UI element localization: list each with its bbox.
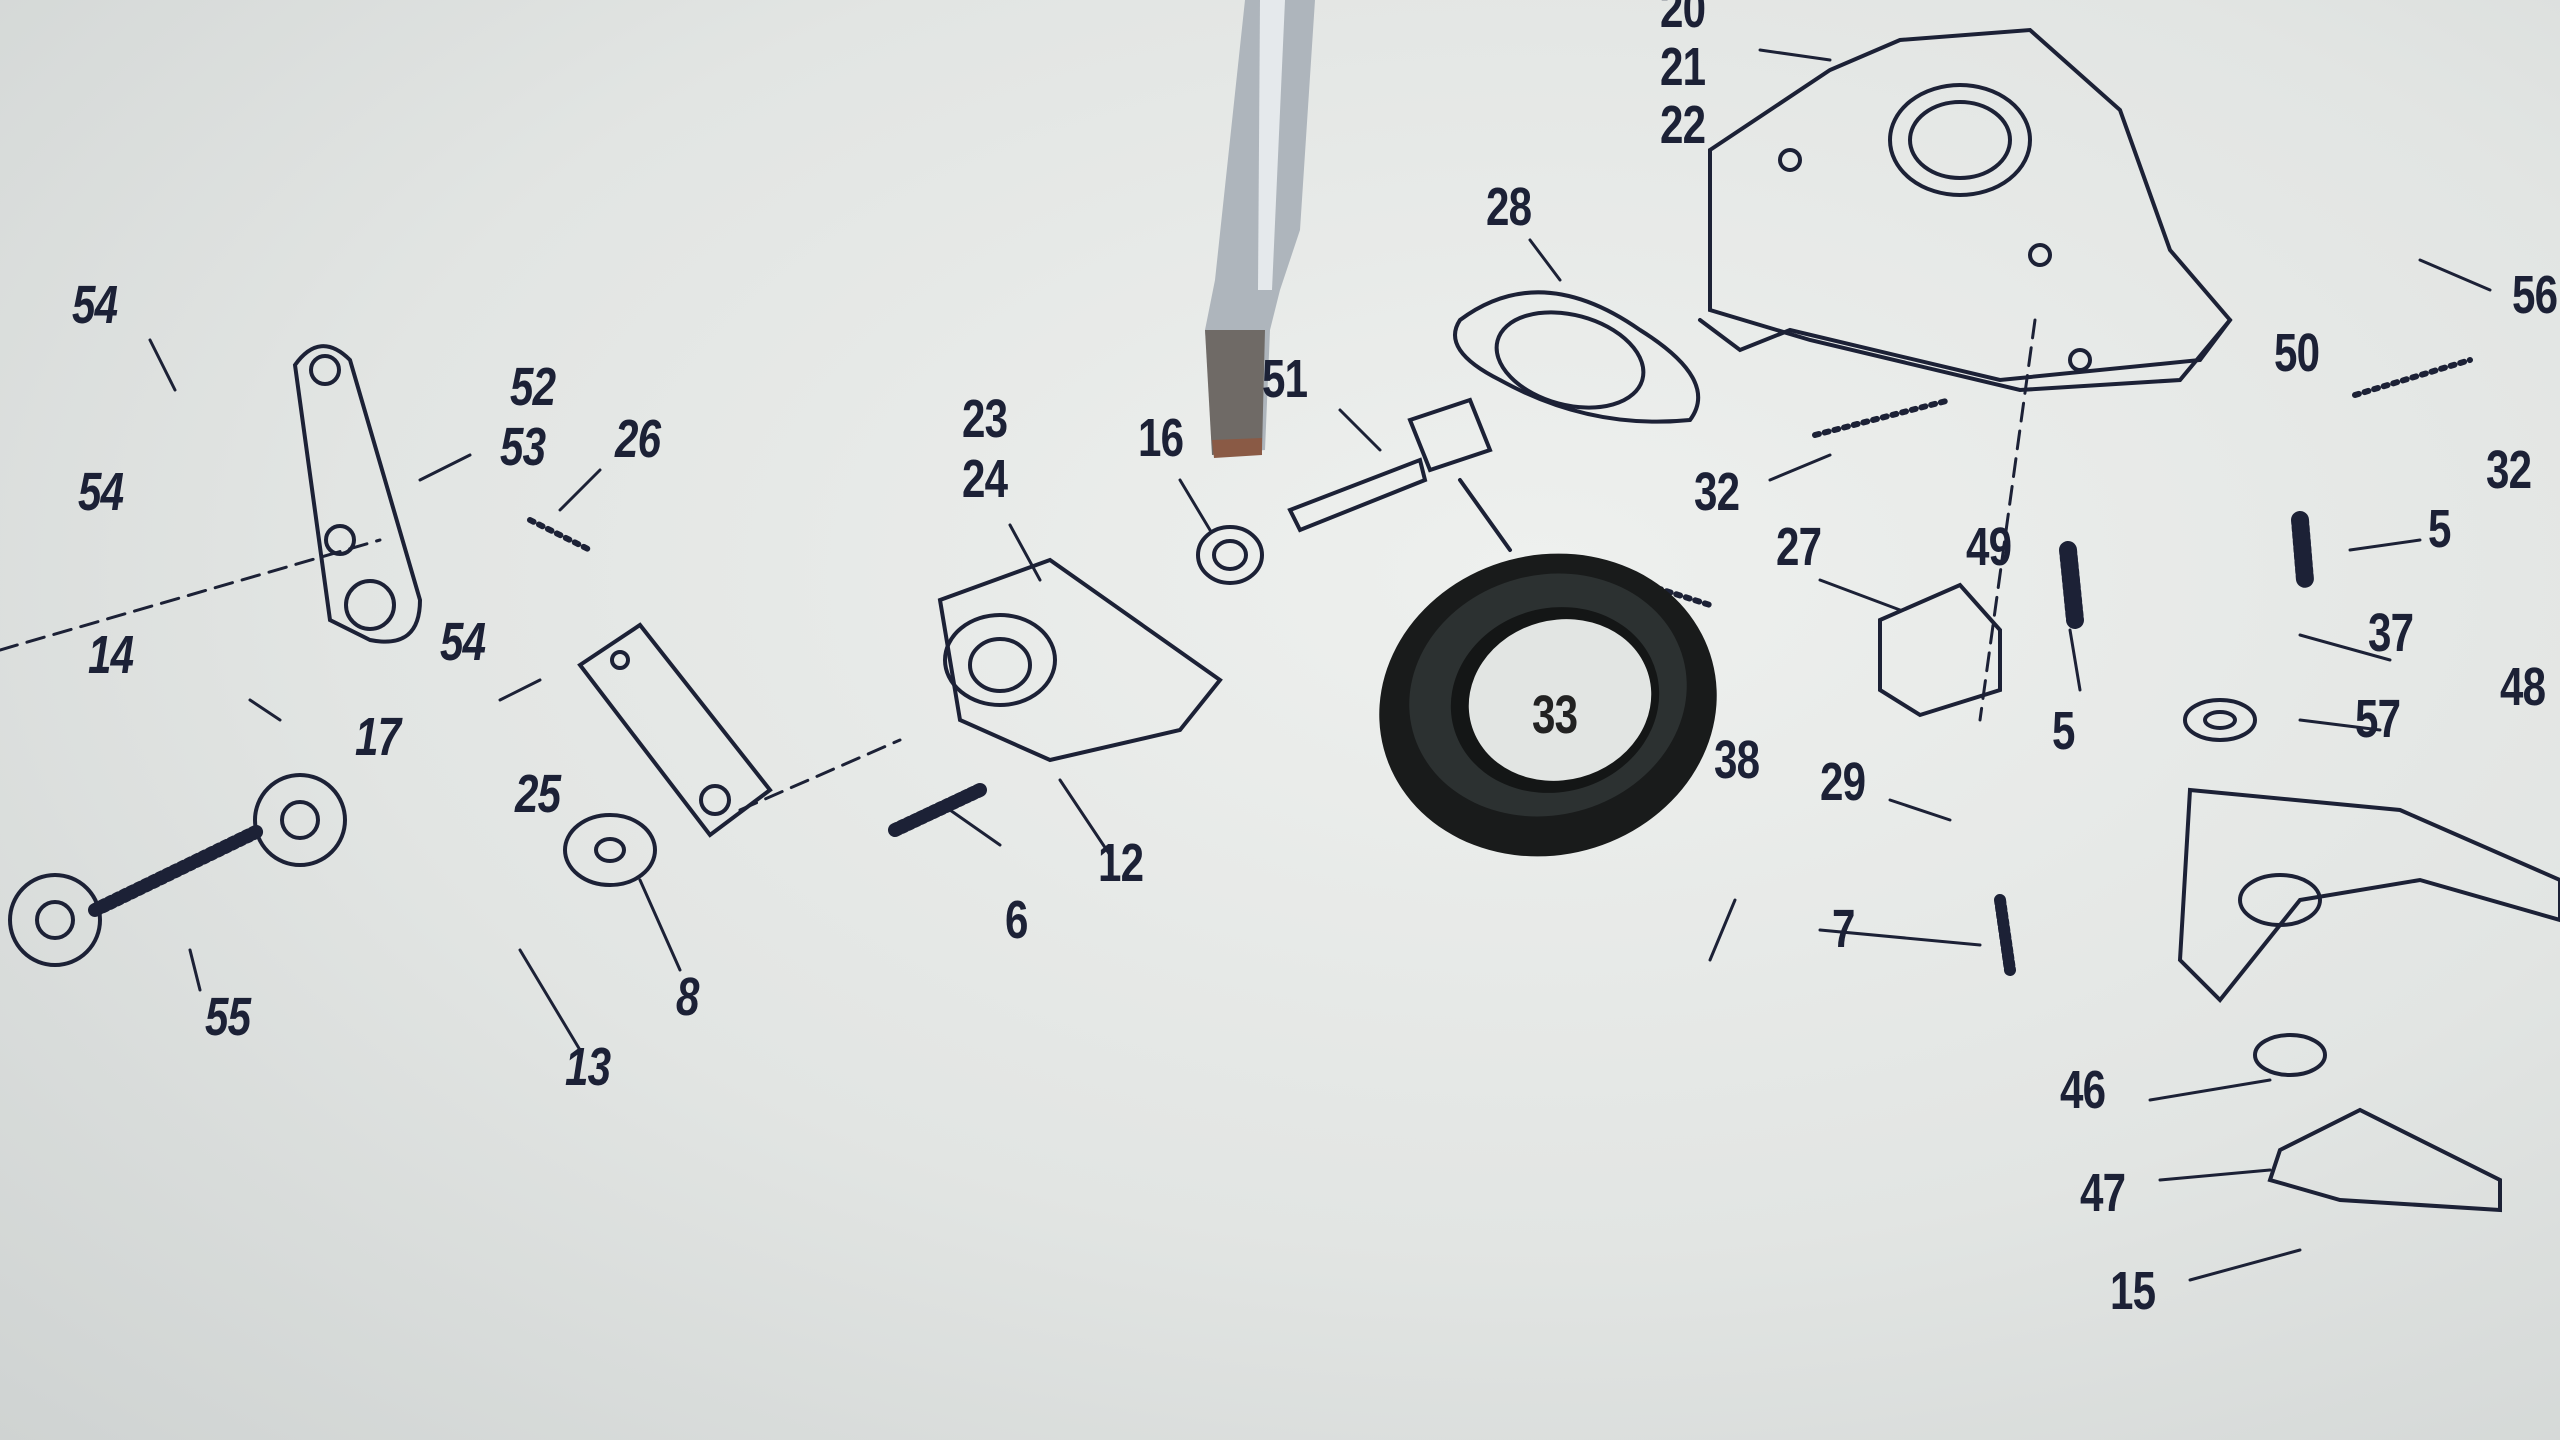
carburetor-body-outline — [1698, 27, 2233, 393]
leader-lines — [0, 48, 2492, 1282]
part-label-17: 17 — [355, 707, 401, 767]
part-label-27: 27 — [1776, 517, 1822, 577]
part-label-7: 7 — [1832, 899, 1855, 959]
part-label-37: 37 — [2368, 603, 2414, 663]
part-label-15: 15 — [2110, 1261, 2156, 1321]
part-label-55: 55 — [205, 987, 251, 1047]
part-label-14: 14 — [88, 625, 134, 685]
part-label-57: 57 — [2355, 689, 2401, 749]
part-label-52: 52 — [510, 357, 556, 417]
block-27 — [1878, 582, 2002, 718]
part-label-5: 5 — [2428, 499, 2451, 559]
part-label-25: 25 — [515, 764, 561, 824]
part-label-24: 24 — [962, 449, 1008, 509]
part-label-54: 54 — [78, 462, 124, 522]
part-label-22: 22 — [1660, 95, 1706, 155]
part-label-21: 21 — [1660, 37, 1706, 97]
screwdriver — [1205, 0, 1315, 458]
part-label-13: 13 — [565, 1037, 611, 1097]
part-label-23: 23 — [962, 389, 1008, 449]
shaft-51 — [1287, 397, 1512, 552]
part-label-51: 51 — [1262, 349, 1308, 409]
part-label-53: 53 — [500, 417, 546, 477]
part-label-50: 50 — [2274, 323, 2320, 383]
part-label-32: 32 — [1694, 462, 1740, 522]
part-label-47: 47 — [2080, 1163, 2126, 1223]
part-label-54: 54 — [440, 612, 486, 672]
part-label-49: 49 — [1966, 517, 2012, 577]
part-label-29: 29 — [1820, 752, 1866, 812]
lever-47 — [2267, 1107, 2502, 1213]
plate-25 — [577, 622, 773, 838]
washers — [563, 525, 2327, 1077]
part-label-54: 54 — [72, 275, 118, 335]
part-label-33: 33 — [1532, 685, 1578, 745]
part-label-28: 28 — [1486, 177, 1532, 237]
housing-23-24 — [937, 557, 1223, 763]
part-label-26: 26 — [615, 409, 661, 469]
part-label-6: 6 — [1005, 890, 1028, 950]
part-label-48: 48 — [2500, 657, 2546, 717]
part-label-12: 12 — [1098, 833, 1144, 893]
part-label-16: 16 — [1138, 408, 1184, 468]
rod-end-55 — [8, 773, 347, 967]
part-label-5: 5 — [2052, 701, 2075, 761]
lever-52-53 — [292, 344, 423, 644]
screws — [888, 511, 2314, 976]
part-label-38: 38 — [1714, 730, 1760, 790]
oil-seal-33 — [1379, 553, 1717, 857]
part-label-32: 32 — [2486, 440, 2532, 500]
part-label-8: 8 — [676, 967, 699, 1027]
part-label-56: 56 — [2512, 265, 2558, 325]
part-label-20: 20 — [1660, 0, 1706, 39]
gasket-28 — [1453, 290, 1701, 424]
part-label-46: 46 — [2060, 1060, 2106, 1120]
arm-48 — [2177, 787, 2560, 1003]
